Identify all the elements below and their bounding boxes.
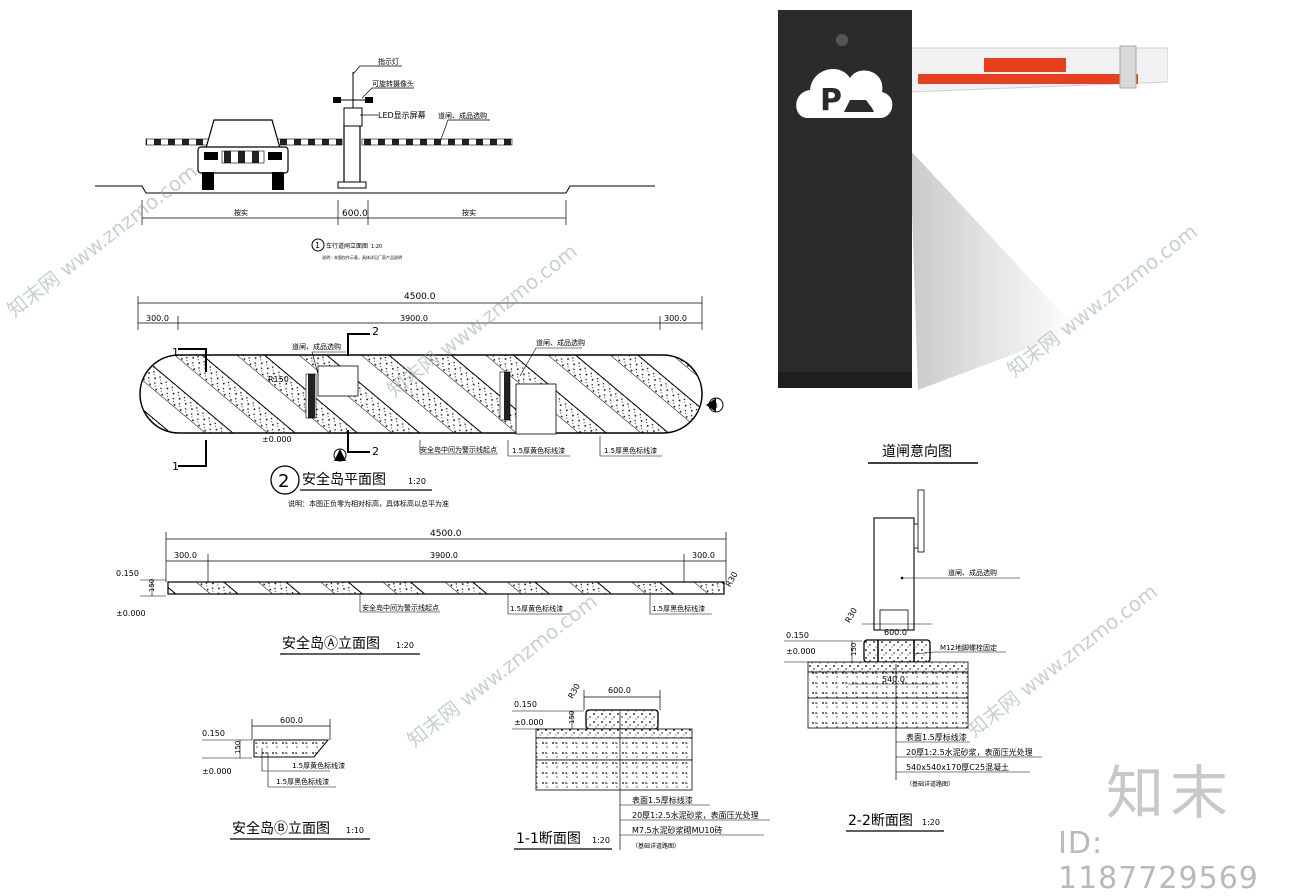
s2-h: 150	[850, 643, 858, 656]
section-1-1: 600.0 0.150 150 ±0.000 R30 表面1.5厚标线漆 20厚…	[512, 682, 770, 850]
plan-barrier-b: 道闸、成品选购	[536, 338, 585, 347]
label-led-screen: LED显示屏幕	[378, 110, 426, 120]
plan-note: 说明：本图正负零为相对标高，具体标高以总平为准	[288, 499, 449, 508]
label-rotating-camera: 可旋转摄像头	[372, 79, 414, 88]
barrier-elevation: 指示灯 可旋转摄像头 LED显示屏幕 道闸、成品选购 按实 600.0 按实 1…	[95, 57, 655, 260]
parking-letter: P	[820, 83, 842, 118]
elevB-title: 安全岛Ⓑ立面图	[232, 820, 330, 837]
s2-n2: 20厚1:2.5水泥砂浆，表面压光处理	[906, 747, 1033, 757]
photo-title: 道闸意向图	[882, 443, 952, 460]
elevA-right: 300.0	[692, 551, 715, 560]
elevA-base: ±0.000	[116, 609, 146, 618]
plan-barrier-a: 道闸、成品选购	[292, 342, 341, 351]
boom-arm	[907, 45, 1168, 93]
marker-a: A	[337, 452, 342, 460]
section-1-top: 1	[172, 346, 179, 359]
plan-right: 300.0	[664, 314, 687, 323]
s2-n3: 540x540x170厚C25混凝土	[906, 762, 1009, 772]
s2-bolt: M12地脚螺栓固定	[940, 643, 997, 652]
section-2-2: 道闸、成品选购 600.0 540.0 0.150 ±0.000 150 R30…	[784, 489, 1042, 832]
elevB-base: ±0.000	[202, 767, 232, 776]
elevA-center: 安全岛中间为警示线起点	[362, 603, 439, 612]
s1-r: R30	[566, 682, 582, 700]
barrier-body	[778, 10, 912, 388]
elev-scale: 1:20	[371, 244, 382, 250]
elevA-title: 安全岛Ⓐ立面图	[282, 635, 380, 652]
s1-base: ±0.000	[514, 718, 544, 727]
s2-title: 2-2断面图	[848, 813, 913, 829]
s1-n3: M7.5水泥砂浆砌MU10砖	[632, 825, 723, 835]
island-plan: 4500.0 300.0 3900.0 300.0 1 1 2 2 R150 ±…	[137, 292, 724, 508]
s2-540: 540.0	[882, 675, 905, 684]
s2-scale: 1:20	[922, 818, 940, 827]
plan-scale: 1:20	[408, 477, 426, 486]
plan-center: 安全岛中间为警示线起点	[420, 445, 497, 454]
plan-total: 4500.0	[404, 292, 436, 302]
s2-n4: （基础详道路图）	[906, 780, 954, 788]
plan-left: 300.0	[146, 314, 169, 323]
island-elevation-b: 600.0 0.150 150 ±0.000 1.5厚黄色标线漆 1.5厚黑色标…	[202, 716, 370, 840]
s1-n1: 表面1.5厚标线漆	[632, 795, 693, 805]
plan-title: 安全岛平面图	[302, 471, 386, 488]
elevA-h: 150	[148, 579, 156, 592]
s2-w: 600.0	[884, 628, 907, 637]
dim-600: 600.0	[342, 209, 368, 219]
elev-note: 说明：本图仅作示意，具体详见厂家产品说明	[322, 254, 402, 260]
s2-base: ±0.000	[786, 647, 816, 656]
s1-h: 150	[568, 711, 576, 724]
car-icon	[197, 119, 289, 190]
s2-r: R30	[843, 606, 859, 624]
s1-title: 1-1断面图	[516, 831, 581, 847]
plan-yellow: 1.5厚黄色标线漆	[512, 446, 565, 455]
svg-text:1: 1	[315, 241, 320, 250]
barrier-photo: P	[748, 0, 1168, 418]
s1-scale: 1:20	[592, 836, 610, 845]
elevB-yellow: 1.5厚黄色标线漆	[292, 761, 345, 770]
plan-mid: 3900.0	[400, 314, 428, 323]
parking-cloud-icon: P	[796, 68, 893, 118]
s1-n4: （基础详道路图）	[632, 842, 680, 850]
s1-n2: 20厚1:2.5水泥砂浆，表面压光处理	[632, 810, 759, 820]
island-elevation-a: 4500.0 300.0 3900.0 300.0 R30 0.150 150 …	[116, 529, 740, 655]
plan-black: 1.5厚黑色标线漆	[604, 446, 657, 455]
plan-level: ±0.000	[262, 435, 292, 444]
s1-top: 0.150	[514, 700, 537, 709]
elevA-top: 0.150	[116, 569, 139, 578]
site-logo: 知末	[1106, 759, 1235, 827]
elevA-black: 1.5厚黑色标线漆	[652, 604, 705, 613]
image-id: ID: 1187729569	[1058, 826, 1259, 896]
elev-title: 车行道闸立面图	[326, 242, 368, 250]
plan-r150: R150	[268, 375, 289, 384]
dim-lane-right: 按实	[462, 208, 476, 217]
marker-b: B	[713, 402, 718, 410]
s2-top: 0.150	[786, 631, 809, 640]
section-1-bottom: 1	[172, 460, 179, 473]
elevA-yellow: 1.5厚黄色标线漆	[510, 604, 563, 613]
s1-w: 600.0	[608, 686, 631, 695]
section-2-top: 2	[372, 325, 379, 338]
section-2-bottom: 2	[372, 445, 379, 458]
elevA-total: 4500.0	[430, 529, 462, 539]
elevB-top: 0.150	[202, 729, 225, 738]
elevA-scale: 1:20	[396, 641, 414, 650]
elevB-h: 150	[234, 741, 242, 754]
elevB-scale: 1:10	[346, 826, 364, 835]
elevB-black: 1.5厚黑色标线漆	[276, 777, 329, 786]
s2-n1: 表面1.5厚标线漆	[906, 732, 967, 742]
plan-title-num: 2	[278, 471, 289, 492]
s2-barrier: 道闸、成品选购	[948, 568, 997, 577]
label-indicator-light: 指示灯	[378, 57, 399, 66]
elevA-mid: 3900.0	[430, 551, 458, 560]
label-barrier-note: 道闸、成品选购	[438, 111, 487, 120]
elevB-w: 600.0	[280, 716, 303, 725]
elevA-left: 300.0	[174, 551, 197, 560]
dim-lane-left: 按实	[234, 208, 248, 217]
